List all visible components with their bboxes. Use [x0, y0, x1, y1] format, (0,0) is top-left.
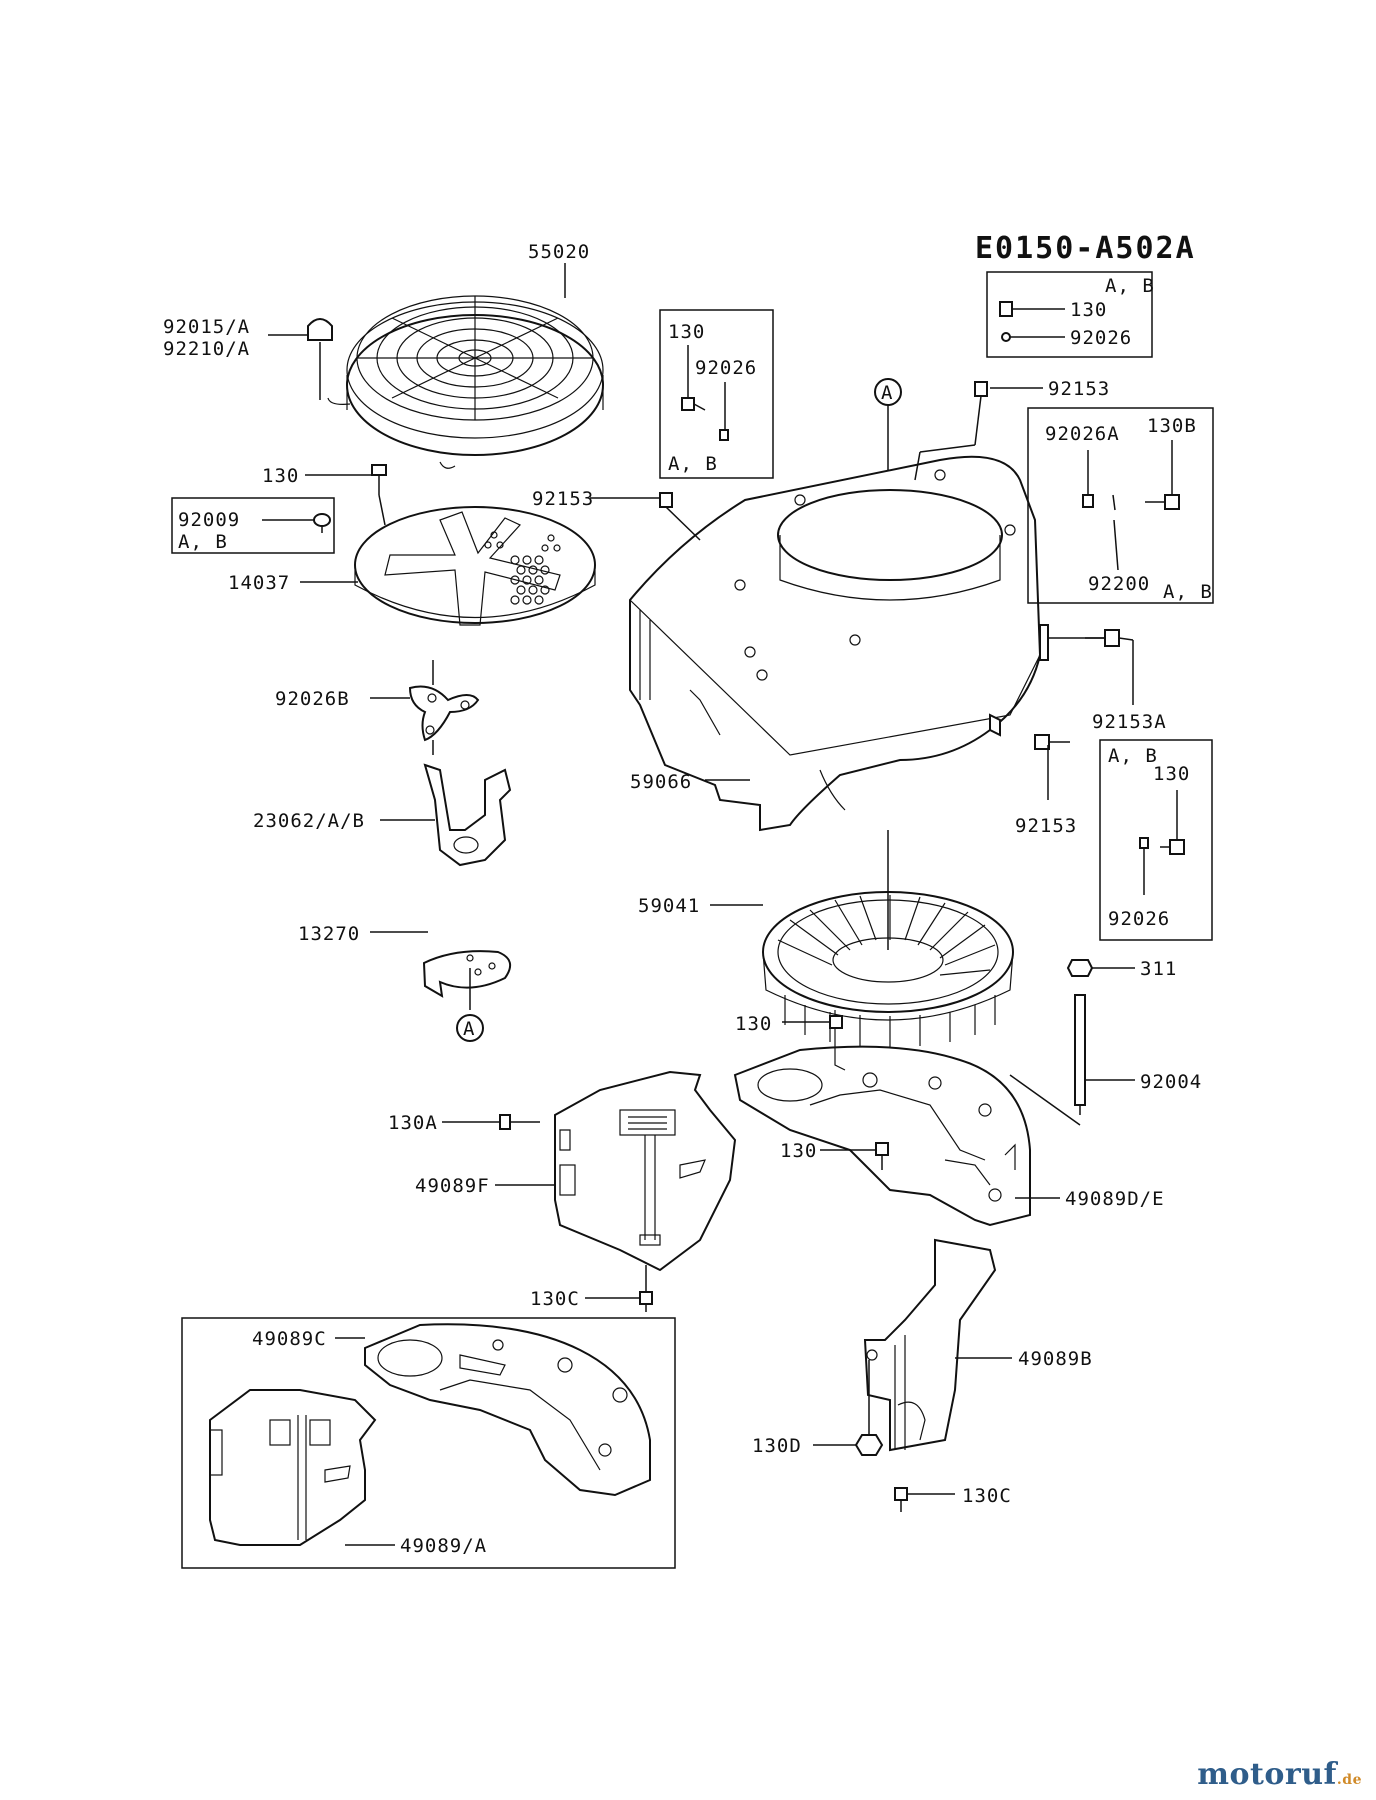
baffle-49089c-drawing: [364, 1323, 651, 1497]
callout-49089de: 49089D/E: [1065, 1188, 1165, 1210]
callout-92004: 92004: [1140, 1071, 1202, 1093]
callout-14037: 14037: [228, 572, 290, 594]
svg-text:92200: 92200: [1088, 573, 1150, 595]
ref-circle-a-bottom: A: [456, 1014, 484, 1042]
callout-92153-right: 92153: [1015, 815, 1077, 837]
option-box-49089: [181, 1317, 676, 1569]
callout-92153-top: 92153: [1048, 378, 1110, 400]
callout-49089f: 49089F: [415, 1175, 490, 1197]
blower-housing-drawing: [629, 455, 1049, 832]
svg-text:A, B: A, B: [668, 453, 718, 475]
svg-text:A, B: A, B: [1163, 581, 1213, 603]
callout-130-mid: 130: [735, 1013, 772, 1035]
option-box-92009: [171, 497, 335, 554]
svg-text:130: 130: [668, 321, 705, 343]
bolt-130-mid-drawing: [829, 1015, 843, 1029]
callout-59066: 59066: [630, 771, 692, 793]
callout-92009: 92009: [178, 509, 240, 531]
callout-49089b: 49089B: [1018, 1348, 1093, 1370]
callout-130c-mid: 130C: [530, 1288, 580, 1310]
leader-lines: [262, 263, 1135, 1546]
plate-13270-drawing: [422, 950, 512, 1010]
watermark-logo: motoruf.de: [1197, 1757, 1362, 1792]
callout-49089a: 49089/A: [400, 1535, 487, 1557]
watermark-name: motoruf: [1197, 1757, 1337, 1792]
svg-text:A: A: [881, 382, 893, 404]
bolt-130c-mid-drawing: [639, 1265, 653, 1312]
callout-92153-left: 92153: [532, 488, 594, 510]
option-box-1-parts: 130 92026 A, B: [668, 321, 757, 475]
callout-92026b: 92026B: [275, 688, 350, 710]
fan-screen-drawing: [327, 295, 604, 469]
callout-130d: 130D: [752, 1435, 802, 1457]
watermark-tld: .de: [1336, 1772, 1362, 1788]
fan-plate-drawing: [354, 506, 596, 626]
svg-text:92026: 92026: [695, 357, 757, 379]
diagram-code: E0150-A502A: [975, 231, 1196, 266]
bolt-130-top-drawing: [371, 464, 387, 526]
bolt-130a-drawing: [499, 1114, 540, 1130]
callout-92210a: 92210/A: [163, 338, 250, 360]
svg-text:130: 130: [1153, 763, 1190, 785]
option-box-3: [1027, 407, 1214, 604]
bracket-23062-drawing: [423, 763, 512, 867]
callout-130a: 130A: [388, 1112, 438, 1134]
callout-59041: 59041: [638, 895, 700, 917]
bolt-130c-low-drawing: [894, 1487, 908, 1512]
svg-text:A, B: A, B: [1108, 745, 1158, 767]
callout-49089c: 49089C: [252, 1328, 327, 1350]
callout-92153a: 92153A: [1092, 711, 1167, 733]
baffle-49089a-drawing: [209, 1389, 377, 1546]
stud-92004-drawing: [1066, 959, 1094, 1115]
callout-130-top: 130: [262, 465, 299, 487]
option-box-4-parts: A, B 130 92026: [1108, 745, 1190, 930]
callout-13270: 13270: [298, 923, 360, 945]
baffle-49089de-drawing: [733, 1010, 1081, 1227]
callout-92015a: 92015/A: [163, 316, 250, 338]
cap-nut-drawing: [307, 318, 333, 400]
bolt-92153-right-drawing: [1034, 734, 1070, 750]
option-box-3-parts: 92026A 130B 92200 A, B: [1045, 415, 1213, 603]
option-box-1: [659, 309, 774, 479]
svg-text:92026: 92026: [1108, 908, 1170, 930]
callout-311: 311: [1140, 958, 1177, 980]
bolt-130-low-drawing: [875, 1142, 889, 1170]
callout-92009-ab: A, B: [178, 531, 228, 553]
svg-text:130B: 130B: [1147, 415, 1197, 437]
option-box-2-parts: A, B 130 92026: [999, 275, 1155, 349]
svg-text:92026: 92026: [1070, 327, 1132, 349]
callout-55020: 55020: [528, 241, 590, 263]
plate-92026b-drawing: [408, 660, 480, 755]
svg-text:A, B: A, B: [1105, 275, 1155, 297]
svg-text:A: A: [463, 1018, 475, 1040]
bolt-92153-top-drawing: [914, 381, 988, 481]
option-box-2: [986, 271, 1153, 358]
cooling-fan-drawing: [762, 830, 1014, 1048]
baffle-49089f-drawing: [554, 1070, 737, 1272]
bolt-92153-left-drawing: [659, 492, 701, 541]
option-box-4: [1099, 739, 1213, 941]
callout-130-low: 130: [780, 1140, 817, 1162]
washer-92009-drawing: [313, 513, 331, 533]
baffle-49089b-drawing: [863, 1238, 997, 1452]
callout-130c-low: 130C: [962, 1485, 1012, 1507]
svg-text:92026A: 92026A: [1045, 423, 1120, 445]
svg-text:130: 130: [1070, 299, 1107, 321]
callout-23062: 23062/A/B: [253, 810, 365, 832]
